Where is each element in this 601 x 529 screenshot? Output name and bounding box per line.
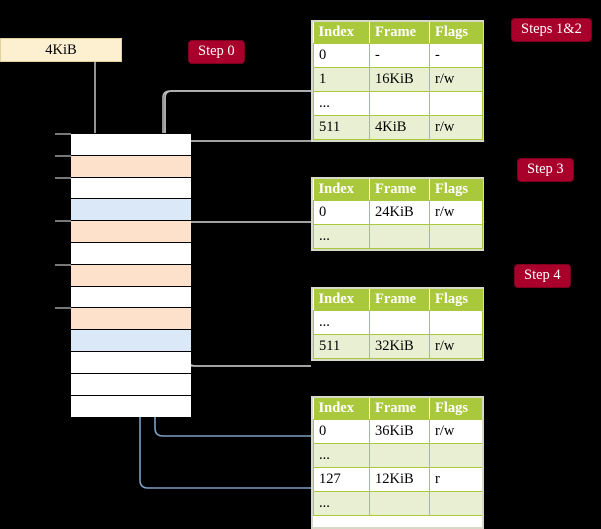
cell-index: 127 — [313, 467, 370, 492]
memory-tick-mark — [55, 176, 71, 179]
memory-row — [71, 155, 191, 178]
table-row: ... — [313, 224, 483, 249]
cell-flags: r/w — [429, 200, 483, 225]
memory-row — [71, 264, 191, 287]
column-header-frame: Frame — [369, 22, 430, 44]
cell-index: 511 — [313, 115, 370, 140]
memory-row — [71, 373, 191, 396]
column-header-frame: Frame — [369, 398, 430, 420]
cell-index: ... — [313, 310, 370, 335]
memory-row — [71, 395, 191, 418]
memory-row — [71, 352, 191, 374]
table-row: ... — [313, 491, 482, 516]
memory-tick-mark — [55, 307, 71, 310]
cell-frame: 36KiB — [369, 419, 430, 444]
badge-steps-1-2: Steps 1&2 — [512, 19, 591, 41]
column-header-index: Index — [313, 22, 370, 44]
memory-row — [71, 221, 191, 243]
cell-frame: 16KiB — [369, 67, 430, 92]
cell-flags — [429, 310, 483, 335]
memory-row — [71, 286, 191, 309]
cell-frame: 32KiB — [369, 334, 430, 359]
memory-row — [71, 177, 191, 200]
cell-flags: r/w — [429, 67, 483, 92]
cell-frame — [369, 491, 430, 516]
cell-flags: r/w — [429, 115, 483, 140]
cell-flags — [429, 224, 483, 249]
column-header-index: Index — [313, 289, 370, 311]
cell-index: 0 — [313, 43, 370, 68]
memory-tick-mark — [55, 154, 71, 157]
cell-frame — [369, 91, 430, 116]
cell-index: ... — [313, 224, 370, 249]
cell-frame: - — [369, 43, 430, 68]
table-row: ... — [313, 443, 482, 468]
column-header-frame: Frame — [369, 289, 430, 311]
memory-tick-mark — [55, 133, 71, 135]
cell-flags: r/w — [429, 419, 482, 444]
memory-row — [71, 243, 191, 265]
memory-row — [71, 330, 191, 352]
column-header-flags: Flags — [429, 179, 483, 201]
column-header-flags: Flags — [429, 289, 483, 311]
column-header-index: Index — [313, 398, 370, 420]
cell-frame — [369, 443, 430, 468]
cell-index: ... — [313, 443, 370, 468]
cell-index: ... — [313, 491, 370, 516]
cell-flags: - — [429, 43, 483, 68]
physical-memory-column — [70, 133, 191, 418]
cell-index: 0 — [313, 419, 370, 444]
cell-flags — [429, 91, 483, 116]
cell-frame: 12KiB — [369, 467, 430, 492]
cell-flags: r/w — [429, 334, 483, 359]
cell-index: 1 — [313, 67, 370, 92]
badge-step-3: Step 3 — [518, 159, 573, 181]
memory-row — [71, 134, 191, 156]
cell-index: 511 — [313, 334, 370, 359]
table-row: ... — [313, 310, 483, 335]
cell-frame: 4KiB — [369, 115, 430, 140]
column-header-flags: Flags — [429, 22, 483, 44]
column-header-flags: Flags — [429, 398, 482, 420]
cell-index: ... — [313, 91, 370, 116]
cell-frame: 24KiB — [369, 200, 430, 225]
badge-step-4: Step 4 — [515, 265, 570, 287]
column-header-index: Index — [313, 179, 370, 201]
memory-row — [71, 308, 191, 331]
table-row: 0-- — [313, 43, 483, 68]
source-frame-label: 4KiB — [45, 41, 77, 58]
cell-flags — [429, 443, 482, 468]
cell-index: 0 — [313, 200, 370, 225]
source-frame-box: 4KiB — [0, 38, 122, 62]
cell-frame — [369, 310, 430, 335]
cell-flags — [429, 491, 482, 516]
cell-frame — [369, 224, 430, 249]
table-row: ... — [313, 91, 483, 116]
memory-row — [71, 199, 191, 222]
badge-step-0: Step 0 — [189, 41, 244, 63]
column-header-frame: Frame — [369, 179, 430, 201]
memory-tick-mark — [55, 220, 71, 223]
memory-tick-mark — [55, 263, 71, 266]
cell-flags: r — [429, 467, 482, 492]
